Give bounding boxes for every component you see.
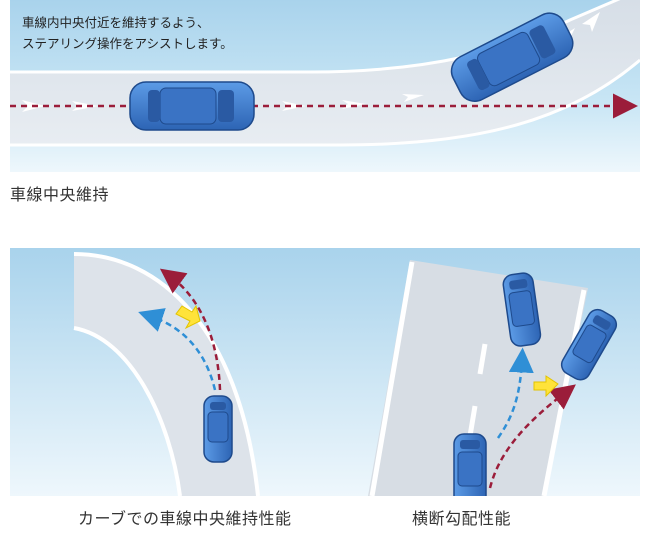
cant-illustration	[332, 248, 640, 496]
target-path-arrow	[159, 268, 222, 391]
road-center-dashes	[467, 343, 488, 437]
caption-cant-performance: 横断勾配性能	[412, 509, 512, 528]
note-line-1: 車線内中央付近を維持するよう、	[22, 15, 210, 30]
caption-curve-centering: カーブでの車線中央維持性能	[78, 509, 292, 528]
curve-panel	[10, 248, 332, 496]
curve-inner-line	[73, 326, 182, 496]
road-edge-left	[369, 261, 415, 496]
lane-centering-panel	[10, 0, 640, 172]
drift-path-arrow	[488, 384, 576, 489]
caption-lane-centering: 車線中央維持	[10, 185, 110, 204]
car-start	[453, 433, 487, 496]
car-corrected	[502, 272, 542, 347]
cant-panel	[332, 248, 640, 496]
lane-centering-illustration	[10, 0, 640, 172]
car-centered	[129, 81, 255, 131]
steering-assist-arrow	[533, 375, 559, 398]
car-on-curve	[203, 395, 233, 463]
car-drifting	[560, 308, 618, 381]
lane-line-lower	[10, 58, 640, 147]
note-line-2: ステアリング操作をアシストします。	[22, 36, 233, 51]
curve-illustration	[10, 248, 332, 496]
steering-assist-arrow	[175, 304, 201, 330]
drift-path-arrow	[138, 308, 217, 391]
corrected-path-arrow	[496, 347, 534, 439]
lane-centering-note: 車線内中央付近を維持するよう、 ステアリング操作をアシストします。	[22, 12, 233, 54]
car-curve	[450, 12, 574, 102]
